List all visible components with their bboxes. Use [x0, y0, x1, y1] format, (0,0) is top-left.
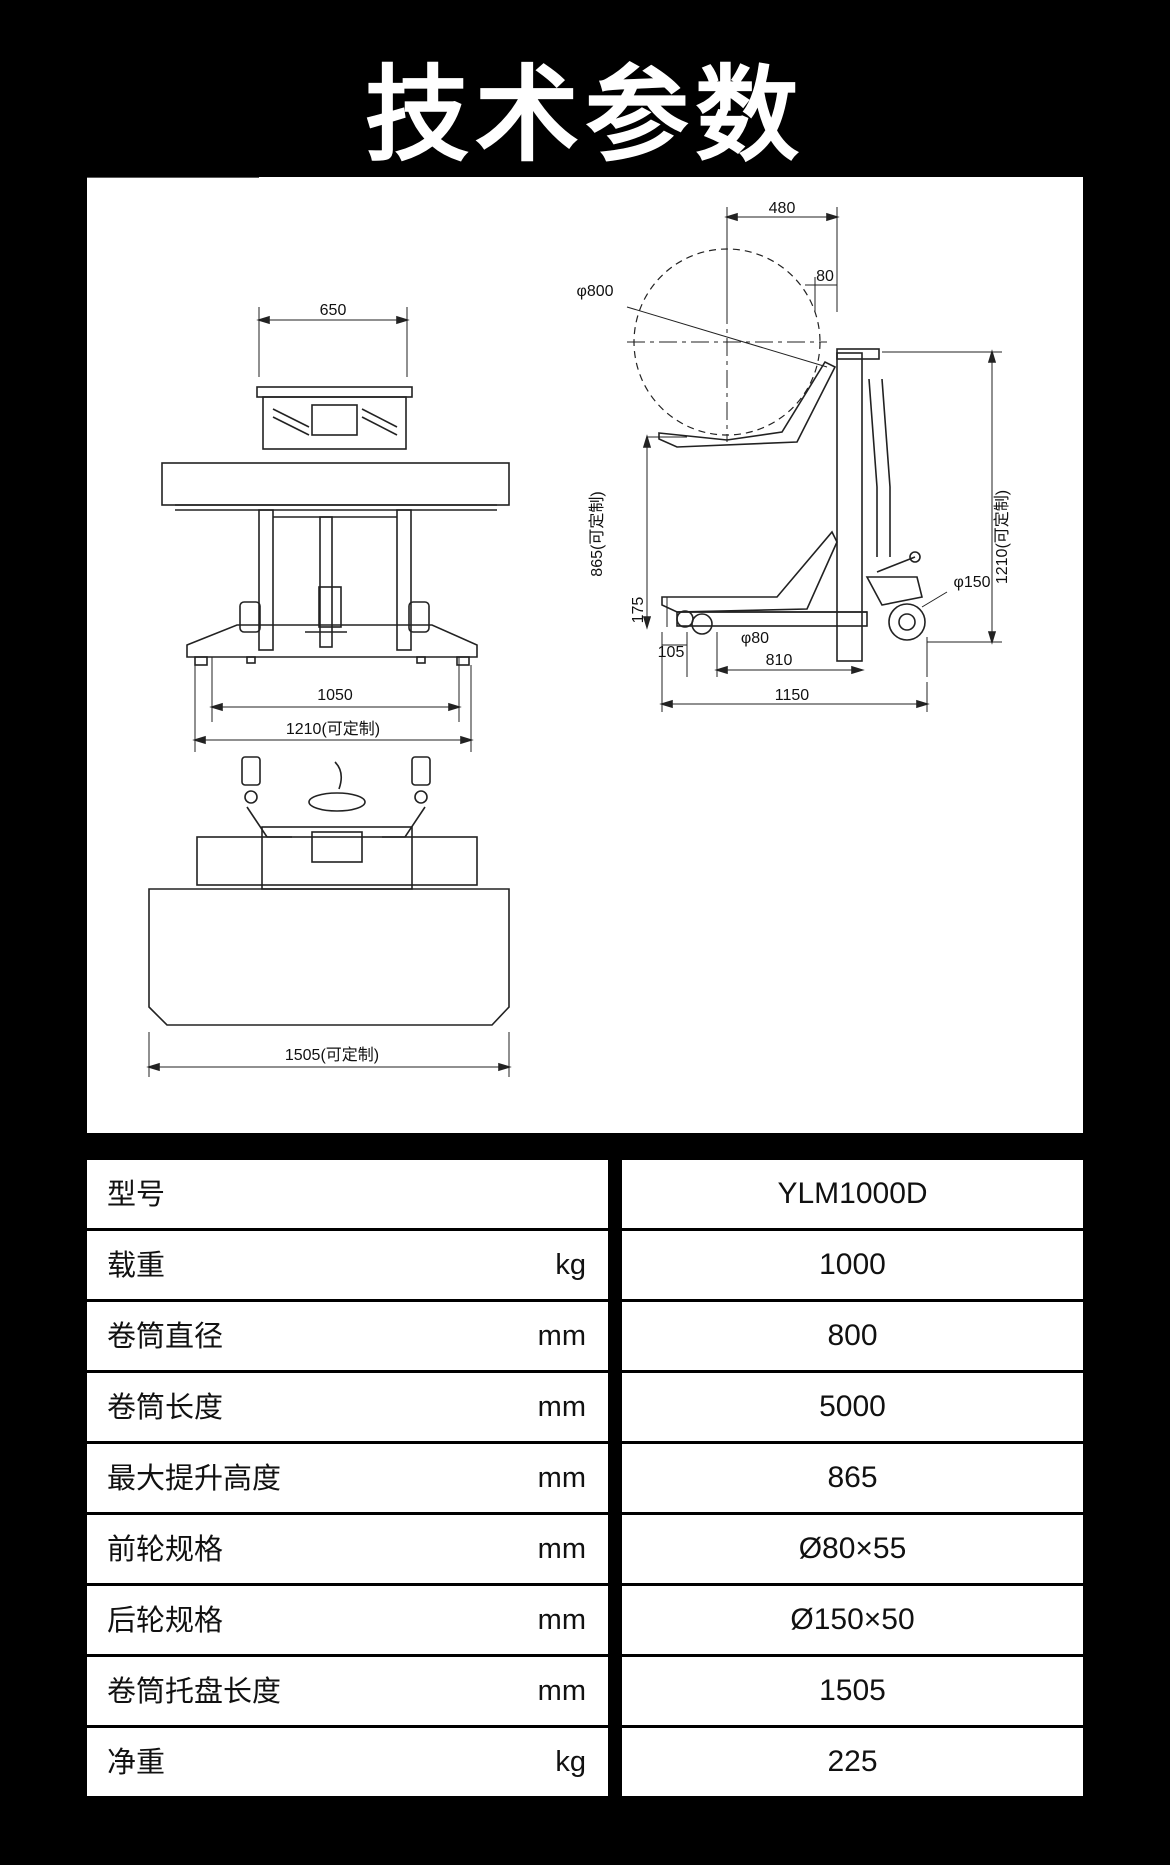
- spec-label-cell: 净重 kg: [87, 1728, 608, 1796]
- spec-row: 净重 kg 225: [87, 1728, 1084, 1796]
- spec-label: 载重: [107, 1248, 166, 1282]
- side-dim-1150: 1150: [775, 687, 810, 704]
- spec-label: 卷筒托盘长度: [107, 1674, 282, 1708]
- spec-label-cell: 卷筒直径 mm: [87, 1302, 608, 1370]
- spec-value: 5000: [819, 1390, 886, 1423]
- spec-table: 型号 YLM1000D 载重 kg 1000 卷筒直径 mm 800 卷筒长度 mm 5000 最大提…: [87, 1160, 1084, 1799]
- spec-label-cell: 载重 kg: [87, 1231, 608, 1299]
- spec-value-cell: Ø80×55: [622, 1515, 1083, 1583]
- spec-value: 1505: [819, 1674, 886, 1707]
- front-dim-1050: 1050: [317, 687, 353, 704]
- side-dim-810: 810: [766, 652, 793, 669]
- side-dim-rear-wheel: φ150: [953, 574, 990, 591]
- spec-value: Ø80×55: [798, 1532, 907, 1565]
- spec-unit: mm: [537, 1462, 586, 1494]
- spec-label: 后轮规格: [107, 1603, 224, 1637]
- spec-value: Ø150×50: [790, 1603, 915, 1636]
- spec-value: 865: [827, 1461, 878, 1494]
- spec-row: 载重 kg 1000: [87, 1231, 1084, 1299]
- side-dim-front-wheel: φ80: [741, 630, 769, 647]
- spec-value-cell: 5000: [622, 1373, 1083, 1441]
- side-dim-865: 865(可定制): [588, 491, 606, 576]
- spec-label: 前轮规格: [107, 1532, 224, 1566]
- spec-value-cell: Ø150×50: [622, 1586, 1083, 1654]
- spec-value: 1000: [819, 1248, 886, 1281]
- spec-value-cell: 1505: [622, 1657, 1083, 1725]
- front-view: [87, 177, 510, 752]
- spec-unit: kg: [555, 1746, 586, 1778]
- side-dim-480: 480: [769, 200, 796, 217]
- spec-unit: mm: [537, 1533, 586, 1565]
- spec-unit: mm: [537, 1320, 586, 1352]
- spec-value: 225: [827, 1745, 878, 1778]
- top-view: [146, 756, 512, 1077]
- front-dim-1210: 1210(可定制): [286, 720, 380, 738]
- spec-label: 型号: [107, 1177, 166, 1211]
- spec-value-cell: 865: [622, 1444, 1083, 1512]
- spec-row: 卷筒托盘长度 mm 1505: [87, 1657, 1084, 1725]
- spec-row: 型号 YLM1000D: [87, 1160, 1084, 1228]
- spec-label: 最大提升高度: [107, 1461, 282, 1495]
- spec-unit: mm: [537, 1604, 586, 1636]
- side-view: [626, 207, 1002, 712]
- spec-value-cell: 225: [622, 1728, 1083, 1796]
- spec-label-cell: 型号: [87, 1160, 608, 1228]
- page-title: 技术参数: [364, 54, 805, 176]
- side-dim-roll-dia: φ800: [576, 283, 613, 300]
- spec-row: 卷筒直径 mm 800: [87, 1302, 1084, 1370]
- spec-value: YLM1000D: [777, 1177, 928, 1210]
- spec-label-cell: 前轮规格 mm: [87, 1515, 608, 1583]
- spec-label-cell: 最大提升高度 mm: [87, 1444, 608, 1512]
- spec-label-cell: 后轮规格 mm: [87, 1586, 608, 1654]
- spec-unit: kg: [555, 1249, 586, 1281]
- front-dim-650: 650: [320, 302, 347, 319]
- side-dim-175: 175: [630, 597, 647, 624]
- spec-value: 800: [827, 1319, 878, 1352]
- spec-value-cell: 800: [622, 1302, 1083, 1370]
- spec-row: 最大提升高度 mm 865: [87, 1444, 1084, 1512]
- spec-row: 前轮规格 mm Ø80×55: [87, 1515, 1084, 1583]
- spec-row: 卷筒长度 mm 5000: [87, 1373, 1084, 1441]
- side-dim-80: 80: [816, 268, 834, 285]
- spec-label: 卷筒直径: [107, 1319, 224, 1353]
- spec-row: 后轮规格 mm Ø150×50: [87, 1586, 1084, 1654]
- spec-value-cell: 1000: [622, 1231, 1083, 1299]
- spec-value-cell: YLM1000D: [622, 1160, 1083, 1228]
- spec-label: 卷筒长度: [107, 1390, 224, 1424]
- spec-label: 净重: [107, 1745, 166, 1779]
- side-dim-1210: 1210(可定制): [993, 490, 1011, 584]
- spec-label-cell: 卷筒长度 mm: [87, 1373, 608, 1441]
- top-dim-1505: 1505(可定制): [285, 1046, 379, 1064]
- spec-label-cell: 卷筒托盘长度 mm: [87, 1657, 608, 1725]
- spec-unit: mm: [537, 1391, 586, 1423]
- technical-drawing: 650 1050 1210(可定制): [87, 177, 1083, 1133]
- side-dim-105: 105: [658, 644, 685, 661]
- spec-unit: mm: [537, 1675, 586, 1707]
